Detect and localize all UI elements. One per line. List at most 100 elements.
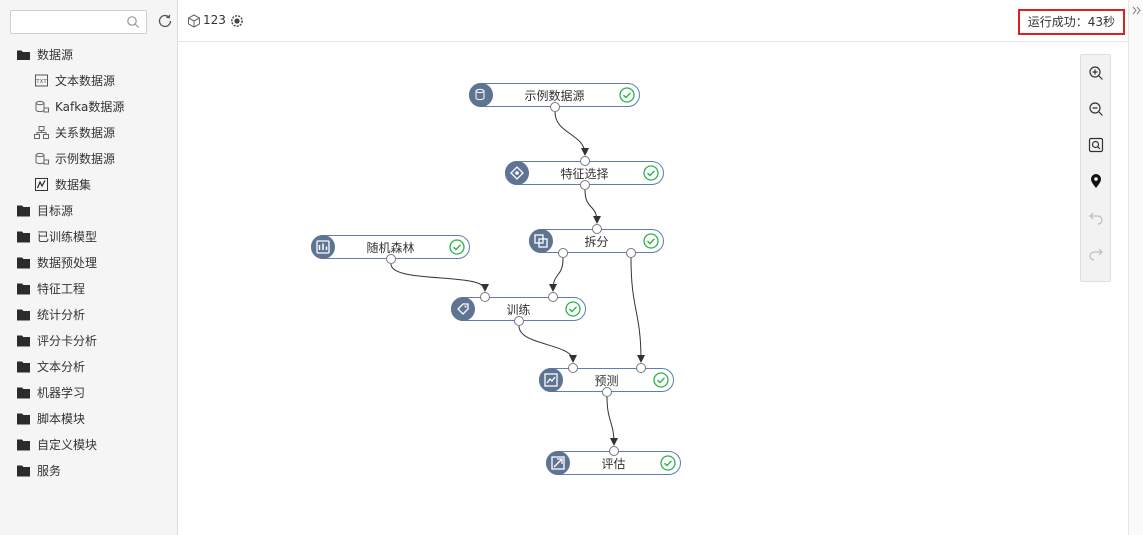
success-check-icon <box>643 165 659 181</box>
output-port[interactable] <box>550 102 560 112</box>
flow-canvas[interactable]: 示例数据源特征选择拆分随机森林训练预测评估 <box>178 42 1128 535</box>
sidebar-item-14[interactable]: 脚本模块 <box>0 406 178 432</box>
redo-icon[interactable] <box>1088 245 1104 261</box>
zoom-in-icon[interactable] <box>1088 65 1104 81</box>
search-icon[interactable] <box>126 15 140 29</box>
input-port[interactable] <box>568 363 578 373</box>
sidebar-item-5[interactable]: 数据集 <box>0 172 178 198</box>
folder-icon <box>17 231 30 243</box>
flow-edge[interactable] <box>554 111 589 156</box>
sidebar-item-label: Kafka数据源 <box>55 100 125 114</box>
sidebar-item-15[interactable]: 自定义模块 <box>0 432 178 458</box>
relation-icon <box>34 126 49 139</box>
sidebar-item-16[interactable]: 服务 <box>0 458 178 484</box>
refresh-icon[interactable] <box>157 13 173 29</box>
folder-icon <box>17 439 30 451</box>
output-port[interactable] <box>580 180 590 190</box>
sidebar-item-1[interactable]: TXT 文本数据源 <box>0 68 178 94</box>
success-check-icon <box>653 372 669 388</box>
undo-icon[interactable] <box>1088 209 1104 225</box>
output-port[interactable] <box>386 254 396 264</box>
locate-icon[interactable] <box>1088 173 1104 189</box>
sidebar-item-label: 目标源 <box>37 204 74 218</box>
input-port[interactable] <box>580 156 590 166</box>
sidebar-item-label: 数据预处理 <box>37 256 98 270</box>
sidebar-item-4[interactable]: 示例数据源 <box>0 146 178 172</box>
flow-node-n1[interactable]: 示例数据源 <box>469 83 640 107</box>
zoom-out-icon[interactable] <box>1088 101 1104 117</box>
right-panel-strip <box>1128 0 1143 535</box>
node-label: 示例数据源 <box>524 89 585 103</box>
split-icon <box>529 229 553 253</box>
sidebar-item-12[interactable]: 文本分析 <box>0 354 178 380</box>
evaluate-icon <box>546 451 570 475</box>
sidebar-item-label: 特征工程 <box>37 282 86 296</box>
flow-edge[interactable] <box>549 257 564 292</box>
flow-edge[interactable] <box>630 257 645 363</box>
model-icon <box>311 235 335 259</box>
sidebar-item-2[interactable]: Kafka数据源 <box>0 94 178 120</box>
input-port[interactable] <box>609 446 619 456</box>
folder-icon <box>17 205 30 217</box>
node-label: 预测 <box>594 374 619 388</box>
sidebar-item-label: 示例数据源 <box>55 152 116 166</box>
sidebar-item-3[interactable]: 关系数据源 <box>0 120 178 146</box>
sidebar-item-label: 统计分析 <box>37 308 86 322</box>
train-icon <box>451 297 475 321</box>
sidebar-item-label: 自定义模块 <box>37 438 98 452</box>
flow-icon <box>188 14 200 28</box>
sidebar-item-7[interactable]: 已训练模型 <box>0 224 178 250</box>
input-port[interactable] <box>548 292 558 302</box>
database-icon <box>35 100 49 113</box>
success-check-icon <box>660 455 676 471</box>
input-port[interactable] <box>636 363 646 373</box>
success-check-icon <box>565 301 581 317</box>
folder-icon <box>17 361 30 373</box>
sidebar-item-label: 关系数据源 <box>55 126 116 140</box>
sidebar-item-6[interactable]: 目标源 <box>0 198 178 224</box>
search-input[interactable] <box>11 11 121 33</box>
settings-icon[interactable] <box>230 14 244 28</box>
input-port[interactable] <box>592 224 602 234</box>
flow-edge[interactable] <box>518 325 577 363</box>
module-sidebar: 数据源 TXT 文本数据源 Kafka数据源关系数据源示例数据源数据集目标源已训练模型… <box>0 0 178 535</box>
folder-icon <box>17 387 30 399</box>
fit-view-icon[interactable] <box>1088 137 1104 153</box>
svg-text:TXT: TXT <box>35 79 47 85</box>
flow-edges <box>390 111 645 446</box>
folder-icon <box>17 465 30 477</box>
output-port[interactable] <box>626 248 636 258</box>
folder-icon <box>17 335 30 347</box>
flow-edge[interactable] <box>390 263 489 292</box>
canvas-toolbar <box>1080 54 1111 282</box>
node-label: 随机森林 <box>366 241 415 255</box>
sidebar-item-0[interactable]: 数据源 <box>0 42 178 68</box>
search-box[interactable] <box>10 10 147 34</box>
flow-edge[interactable] <box>606 396 618 446</box>
flow-edge[interactable] <box>584 189 601 224</box>
input-port[interactable] <box>480 292 490 302</box>
sidebar-item-10[interactable]: 统计分析 <box>0 302 178 328</box>
success-check-icon <box>619 87 635 103</box>
output-port[interactable] <box>558 248 568 258</box>
folder-icon <box>17 283 30 295</box>
sidebar-item-8[interactable]: 数据预处理 <box>0 250 178 276</box>
sidebar-item-label: 机器学习 <box>37 386 86 400</box>
sidebar-item-13[interactable]: 机器学习 <box>0 380 178 406</box>
run-status-badge: 运行成功：43秒 <box>1017 9 1125 35</box>
sidebar-item-label: 已训练模型 <box>37 230 98 244</box>
output-port[interactable] <box>602 387 612 397</box>
node-label: 特征选择 <box>560 167 609 181</box>
success-check-icon <box>449 239 465 255</box>
sidebar-item-label: 数据集 <box>55 178 92 192</box>
sidebar-item-9[interactable]: 特征工程 <box>0 276 178 302</box>
flow-node-n7[interactable]: 评估 <box>546 451 681 475</box>
sidebar-item-11[interactable]: 评分卡分析 <box>0 328 178 354</box>
folder-open-icon <box>17 50 30 60</box>
folder-icon <box>17 257 30 269</box>
sidebar-item-label: 评分卡分析 <box>37 334 98 348</box>
sidebar-item-label: 文本数据源 <box>55 74 116 88</box>
success-check-icon <box>643 233 659 249</box>
output-port[interactable] <box>514 316 524 326</box>
chevron-double-right-icon[interactable] <box>1131 5 1142 16</box>
